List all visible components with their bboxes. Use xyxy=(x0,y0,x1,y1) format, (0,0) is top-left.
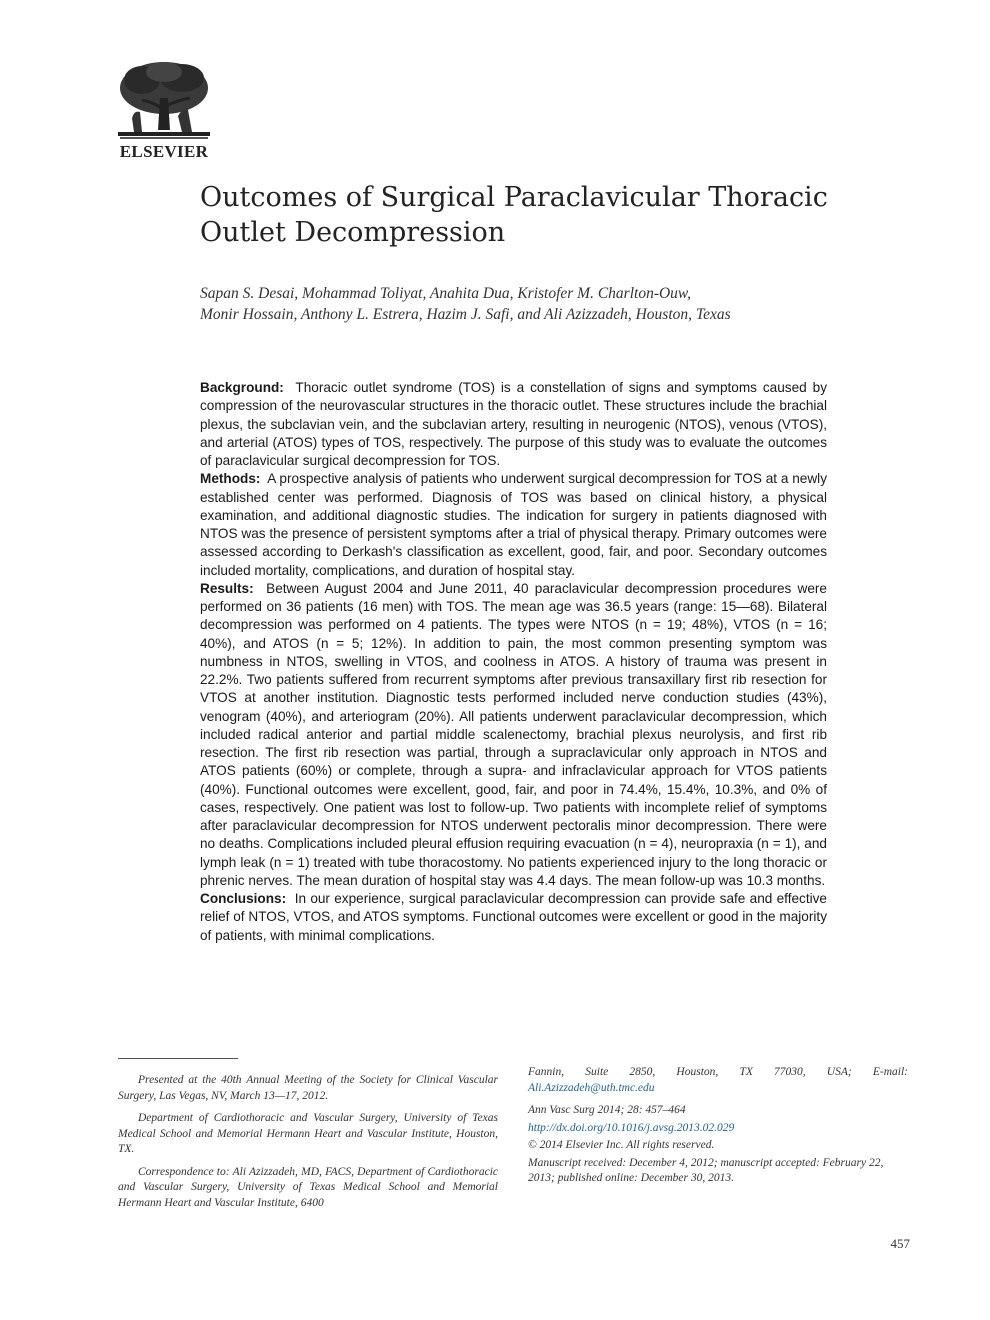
email-link[interactable]: Ali.Azizzadeh@uth.tmc.edu xyxy=(528,1081,655,1094)
journal-reference: Ann Vasc Surg 2014; 28: 457–464 xyxy=(528,1104,686,1116)
author-list: Sapan S. Desai, Mohammad Toliyat, Anahit… xyxy=(200,283,840,325)
doi-link[interactable]: http://dx.doi.org/10.1016/j.avsg.2013.02… xyxy=(528,1121,735,1134)
abstract-results: Results: Between August 2004 and June 20… xyxy=(200,580,827,890)
footnote-correspondence-continued: Fannin, Suite 2850, Houston, TX 77030, U… xyxy=(528,1065,908,1096)
article-title: Outcomes of Surgical Paraclavicular Thor… xyxy=(200,182,828,248)
background-text: Thoracic outlet syndrome (TOS) is a cons… xyxy=(200,380,827,468)
background-label: Background: xyxy=(200,380,284,395)
elsevier-tree-logo-icon xyxy=(118,62,210,139)
authors-line-1: Sapan S. Desai, Mohammad Toliyat, Anahit… xyxy=(200,285,691,302)
abstract-methods: Methods: A prospective analysis of patie… xyxy=(200,470,827,580)
authors-line-2: Monir Hossain, Anthony L. Estrera, Hazim… xyxy=(200,306,731,323)
conclusions-label: Conclusions: xyxy=(200,891,287,906)
footnote-divider xyxy=(118,1058,238,1059)
methods-text: A prospective analysis of patients who u… xyxy=(200,471,827,578)
abstract: Background: Thoracic outlet syndrome (TO… xyxy=(200,379,827,945)
methods-label: Methods: xyxy=(200,471,261,487)
correspondence-address: Fannin, Suite 2850, Houston, TX 77030, U… xyxy=(528,1066,908,1078)
conclusions-text: In our experience, surgical paraclavicul… xyxy=(200,891,827,943)
results-text: Between August 2004 and June 2011, 40 pa… xyxy=(200,580,827,888)
footnote-presented: Presented at the 40th Annual Meeting of … xyxy=(118,1074,498,1102)
abstract-conclusions: Conclusions: In our experience, surgical… xyxy=(200,890,827,945)
results-label: Results: xyxy=(200,580,254,596)
footnotes-left-column: Presented at the 40th Annual Meeting of … xyxy=(118,1073,498,1218)
abstract-background: Background: Thoracic outlet syndrome (TO… xyxy=(200,379,827,470)
footnote-department: Department of Cardiothoracic and Vascula… xyxy=(118,1112,498,1155)
manuscript-dates: Manuscript received: December 4, 2012; m… xyxy=(528,1156,884,1185)
footnotes-right-column: Fannin, Suite 2850, Houston, TX 77030, U… xyxy=(528,1065,908,1189)
publisher-name: ELSEVIER xyxy=(119,142,209,161)
copyright-notice: © 2014 Elsevier Inc. All rights reserved… xyxy=(528,1139,715,1151)
elsevier-logo: ELSEVIER xyxy=(112,58,216,166)
page-number: 457 xyxy=(890,1236,911,1251)
footnote-correspondence: Correspondence to: Ali Azizzadeh, MD, FA… xyxy=(118,1165,498,1209)
